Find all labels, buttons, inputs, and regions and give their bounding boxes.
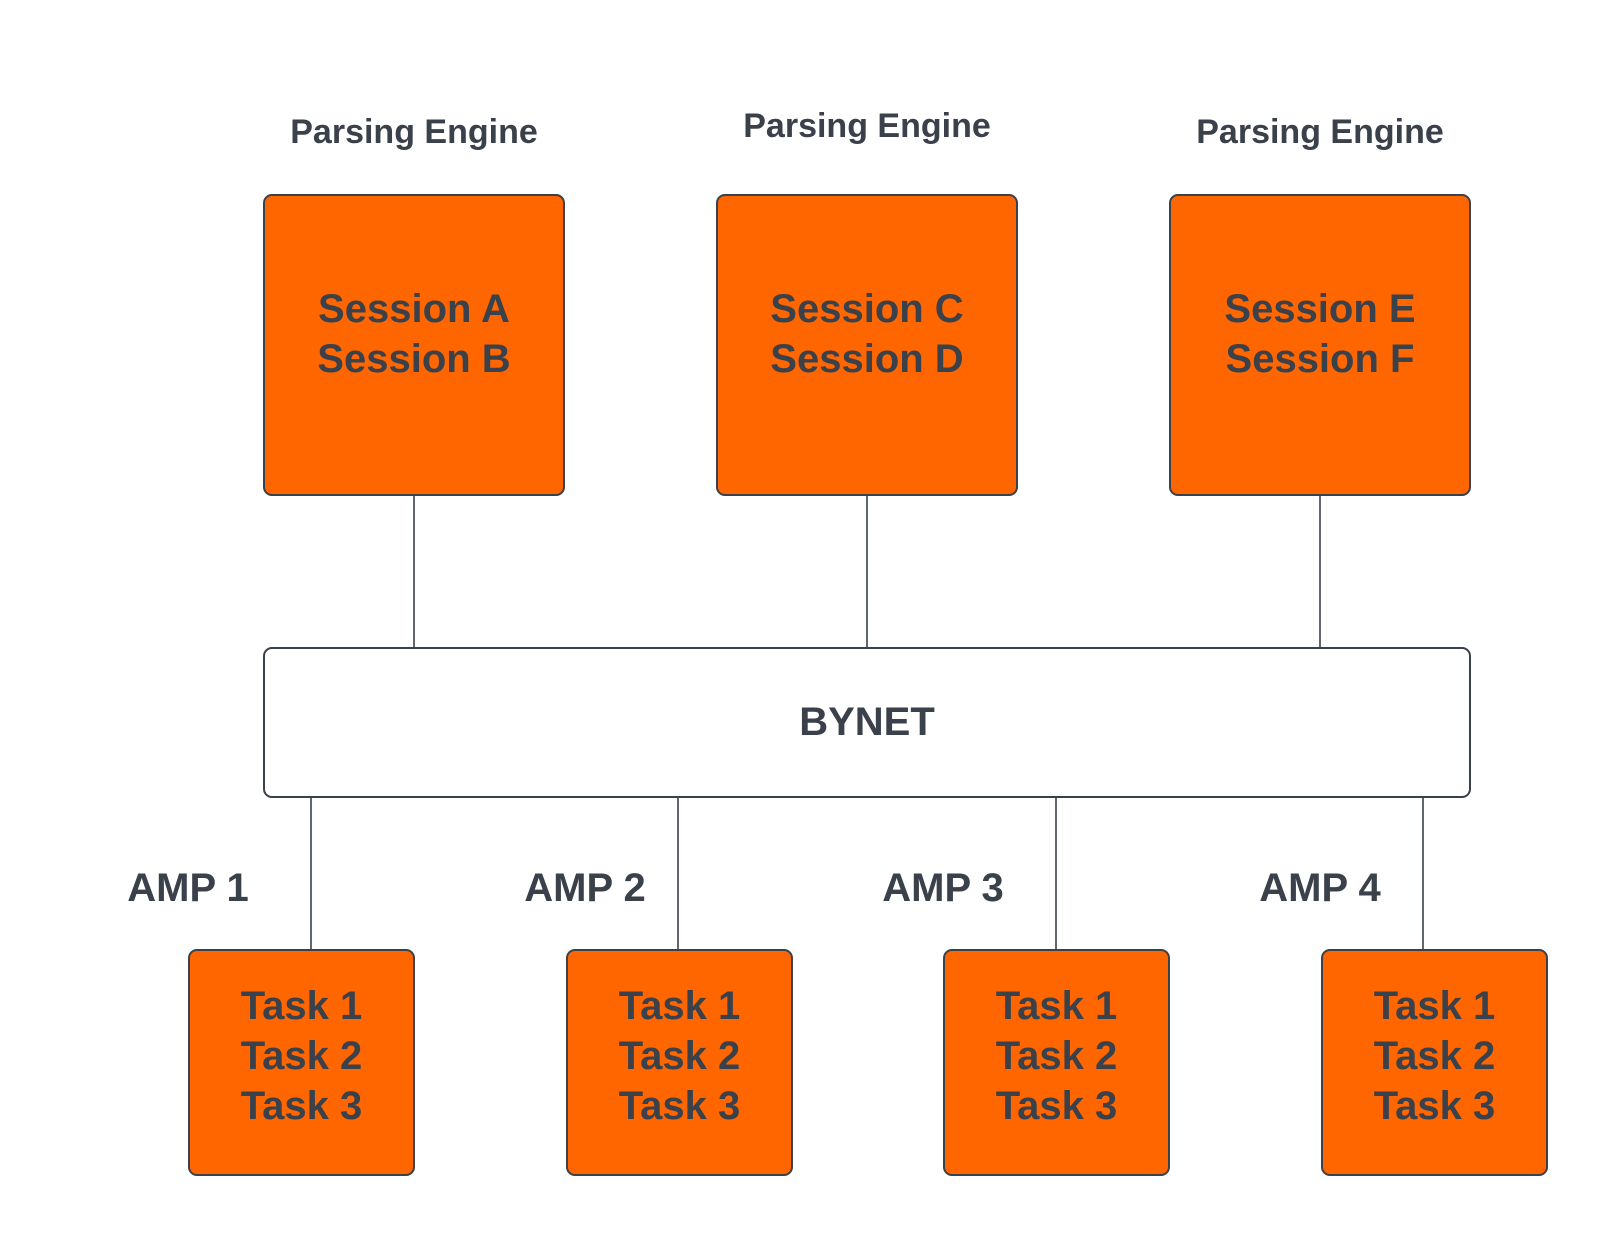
session-label: Session A: [318, 287, 510, 331]
session-label: Session F: [1225, 337, 1415, 381]
amp-box: Task 1 Task 2 Task 3: [188, 949, 415, 1176]
task-label: Task 1: [995, 984, 1118, 1028]
amp-box: Task 1 Task 2 Task 3: [943, 949, 1170, 1176]
session-label: Session D: [770, 337, 964, 381]
parsing-engine-box: Session C Session D: [716, 194, 1018, 496]
bynet-label: BYNET: [799, 700, 935, 744]
parsing-engine-label: Parsing Engine: [743, 107, 991, 145]
task-label: Task 3: [240, 1084, 363, 1128]
session-label: Session B: [317, 337, 511, 381]
parsing-engine-box: Session E Session F: [1169, 194, 1471, 496]
parsing-engine-box: Session A Session B: [263, 194, 565, 496]
task-label: Task 1: [240, 984, 363, 1028]
task-label: Task 1: [1373, 984, 1496, 1028]
amp-label: AMP 4: [1259, 866, 1381, 910]
parsing-engine-label: Parsing Engine: [1196, 113, 1444, 151]
bynet-box: BYNET: [263, 647, 1471, 798]
amp-label: AMP 2: [524, 866, 646, 910]
session-label: Session E: [1224, 287, 1416, 331]
task-label: Task 2: [1373, 1034, 1496, 1078]
task-label: Task 2: [995, 1034, 1118, 1078]
amp-box: Task 1 Task 2 Task 3: [566, 949, 793, 1176]
amp-box: Task 1 Task 2 Task 3: [1321, 949, 1548, 1176]
task-label: Task 2: [240, 1034, 363, 1078]
task-label: Task 1: [618, 984, 741, 1028]
task-label: Task 3: [1373, 1084, 1496, 1128]
task-label: Task 2: [618, 1034, 741, 1078]
task-label: Task 3: [995, 1084, 1118, 1128]
task-label: Task 3: [618, 1084, 741, 1128]
amp-label: AMP 1: [127, 866, 249, 910]
session-label: Session C: [770, 287, 964, 331]
parsing-engine-label: Parsing Engine: [290, 113, 538, 151]
amp-label: AMP 3: [882, 866, 1004, 910]
